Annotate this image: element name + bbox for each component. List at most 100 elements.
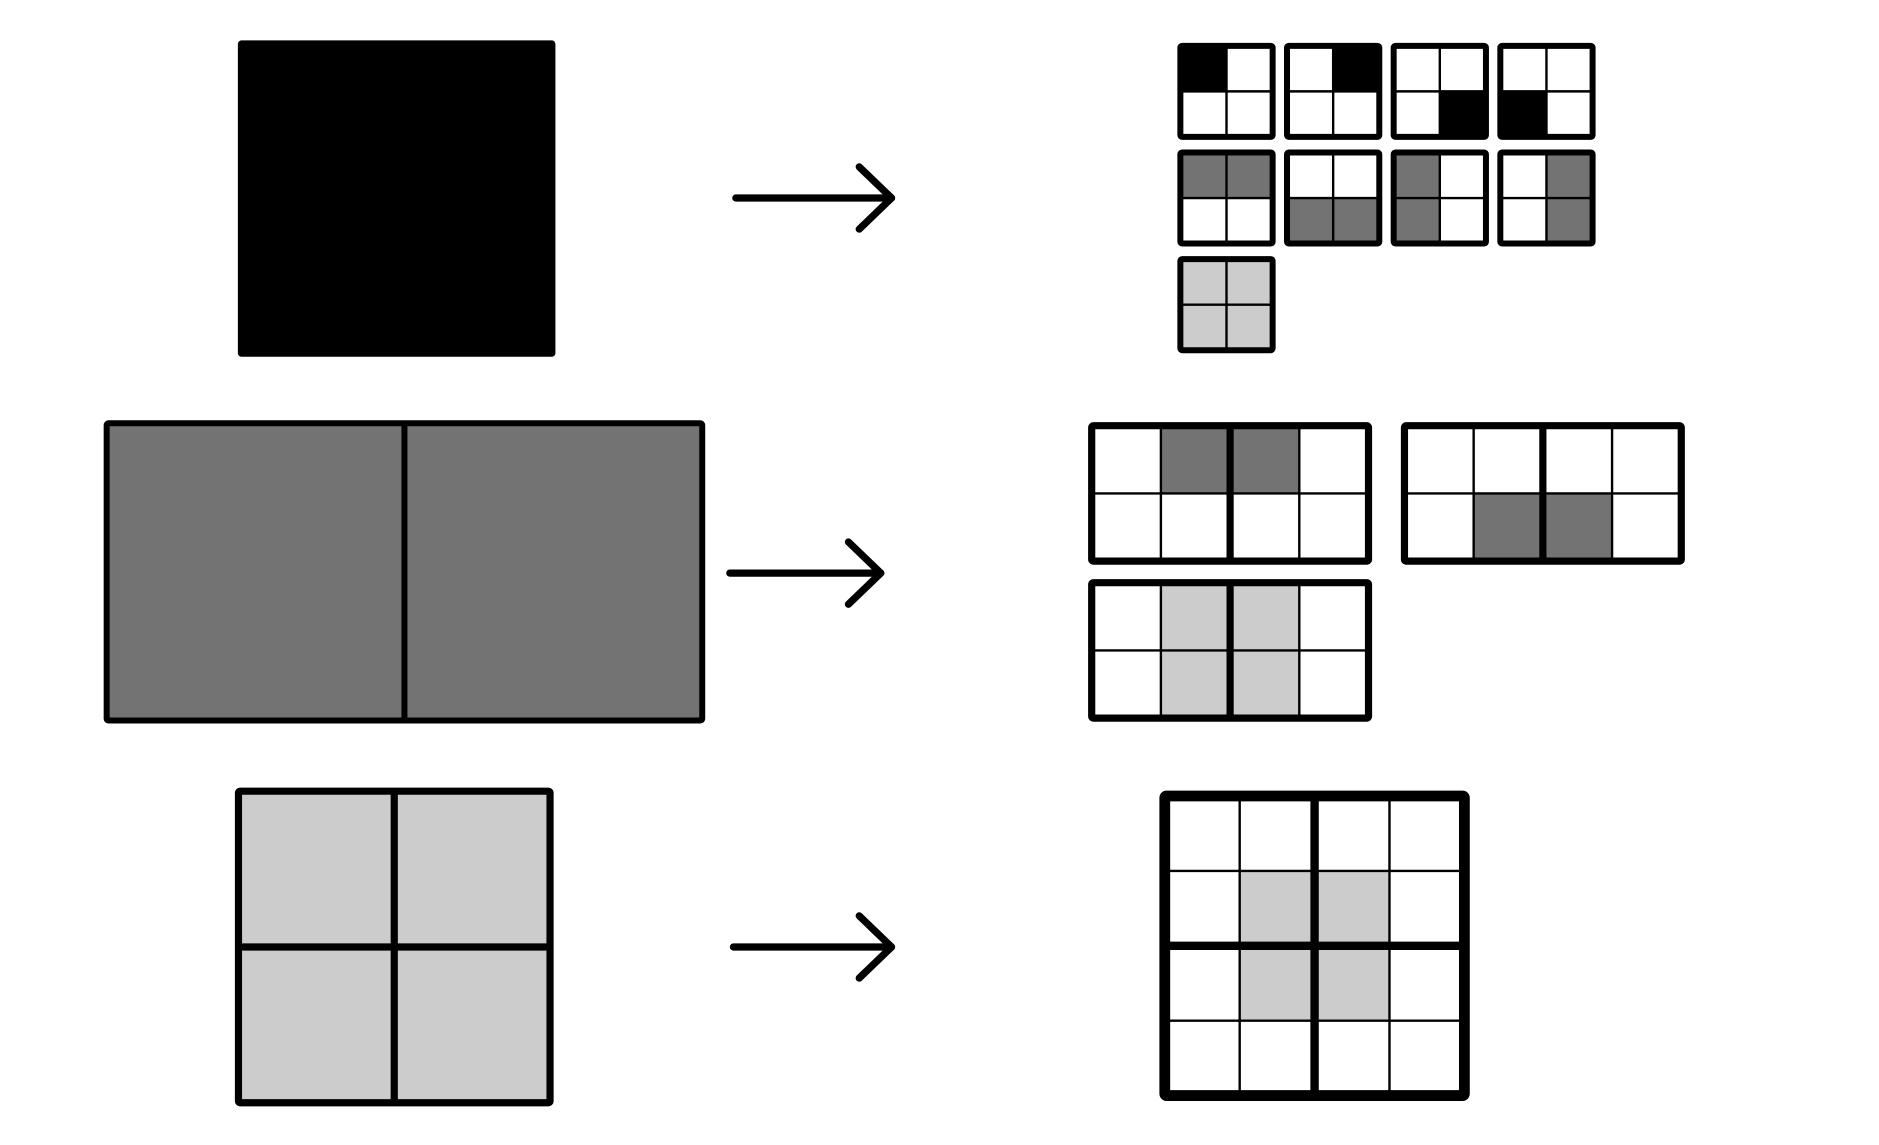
result-tile bbox=[1284, 42, 1383, 140]
grid-cell bbox=[238, 791, 395, 947]
result-grid bbox=[1088, 422, 1373, 565]
grid-cell bbox=[1546, 152, 1593, 199]
grid-cell bbox=[1542, 425, 1613, 494]
grid-cell bbox=[1180, 198, 1227, 244]
result-grid bbox=[1088, 579, 1373, 722]
grid-cell bbox=[1546, 45, 1593, 92]
result-grid-4x4 bbox=[1159, 790, 1470, 1101]
grid-cell bbox=[1500, 45, 1547, 92]
grid-cell bbox=[1180, 259, 1227, 305]
result-tile bbox=[1177, 42, 1276, 140]
grid-cell bbox=[1314, 1020, 1390, 1096]
grid-cell bbox=[1546, 91, 1593, 137]
grid-border bbox=[1177, 256, 1276, 354]
grid-cell bbox=[1439, 45, 1486, 92]
grid-cell bbox=[1333, 198, 1380, 244]
grid-cell bbox=[1299, 582, 1369, 651]
arrow-head bbox=[855, 163, 896, 233]
grid-border bbox=[237, 40, 556, 357]
grid-cell bbox=[1299, 650, 1369, 719]
arrow-icon bbox=[726, 538, 885, 608]
grid-border bbox=[1088, 579, 1373, 722]
grid-cell bbox=[1160, 425, 1231, 494]
grid-cell bbox=[1333, 91, 1380, 137]
grid-cell bbox=[1287, 152, 1334, 199]
grid-cell bbox=[1389, 795, 1465, 871]
grid-cell bbox=[1180, 45, 1227, 92]
arrow-head bbox=[855, 912, 896, 982]
grid-cell bbox=[1393, 198, 1440, 244]
result-tile bbox=[1390, 149, 1489, 247]
grid-cell bbox=[1546, 198, 1593, 244]
grid-cell bbox=[1439, 152, 1486, 199]
result-grid bbox=[1400, 422, 1685, 565]
grid-cell bbox=[1164, 945, 1240, 1021]
grid-cell bbox=[1393, 45, 1440, 92]
grid-cell bbox=[1333, 45, 1380, 92]
grid-cell bbox=[1389, 870, 1465, 946]
grid-cell bbox=[1404, 493, 1474, 562]
grid-cell bbox=[1612, 425, 1682, 494]
grid-cell bbox=[1287, 198, 1334, 244]
grid-cell bbox=[1164, 1020, 1240, 1096]
grid-cell bbox=[1160, 493, 1231, 562]
grid-cell bbox=[1226, 91, 1273, 137]
grid-cell bbox=[1287, 91, 1334, 137]
grid-cell bbox=[1091, 425, 1161, 494]
grid-border bbox=[1177, 42, 1276, 140]
grid-cell bbox=[1439, 198, 1486, 244]
grid-cell bbox=[1230, 650, 1300, 719]
arrow-icon bbox=[732, 163, 896, 233]
grid-cell bbox=[1180, 91, 1227, 137]
grid-cell bbox=[1164, 795, 1240, 871]
result-tile bbox=[1284, 149, 1383, 247]
grid-cell bbox=[394, 791, 551, 947]
grid-cell bbox=[1160, 582, 1231, 651]
grid-cell bbox=[394, 946, 551, 1103]
grid-cell bbox=[1091, 650, 1161, 719]
grid-cell bbox=[1230, 425, 1300, 494]
grid-cell bbox=[1404, 425, 1474, 494]
grid-cell bbox=[1500, 198, 1547, 244]
source-square-black bbox=[237, 40, 556, 357]
grid-cell bbox=[106, 423, 405, 721]
result-tile bbox=[1177, 256, 1276, 354]
grid-border bbox=[1400, 422, 1685, 565]
grid-cell bbox=[1239, 870, 1315, 946]
source-rect-dark-gray bbox=[103, 420, 706, 724]
grid-cell bbox=[1180, 152, 1227, 199]
arrow-icon bbox=[729, 912, 896, 982]
source-square-light-gray bbox=[234, 787, 554, 1107]
grid-cell bbox=[1389, 945, 1465, 1021]
grid-cell bbox=[1439, 91, 1486, 137]
grid-cell bbox=[1226, 198, 1273, 244]
grid-cell bbox=[239, 42, 554, 356]
grid-border bbox=[1284, 149, 1383, 247]
grid-cell bbox=[1180, 304, 1227, 351]
grid-border bbox=[1390, 149, 1489, 247]
grid-cell bbox=[1393, 91, 1440, 137]
grid-cell bbox=[1393, 152, 1440, 199]
grid-cell bbox=[1226, 304, 1273, 351]
grid-cell bbox=[1164, 870, 1240, 946]
grid-border bbox=[1497, 149, 1596, 247]
grid-cell bbox=[1239, 795, 1315, 871]
grid-border bbox=[1497, 42, 1596, 140]
grid-border bbox=[1177, 149, 1276, 247]
grid-cell bbox=[1542, 493, 1613, 562]
grid-cell bbox=[1314, 945, 1390, 1021]
grid-border bbox=[103, 420, 706, 724]
result-tile bbox=[1390, 42, 1489, 140]
grid-cell bbox=[1226, 152, 1273, 199]
grid-border bbox=[1284, 42, 1383, 140]
grid-cell bbox=[1314, 795, 1390, 871]
grid-border bbox=[1390, 42, 1489, 140]
result-tile bbox=[1497, 149, 1596, 247]
grid-cell bbox=[1314, 870, 1390, 946]
grid-cell bbox=[238, 946, 395, 1103]
grid-cell bbox=[1230, 582, 1300, 651]
grid-cell bbox=[404, 423, 703, 721]
grid-cell bbox=[1612, 493, 1682, 562]
result-tile bbox=[1177, 149, 1276, 247]
